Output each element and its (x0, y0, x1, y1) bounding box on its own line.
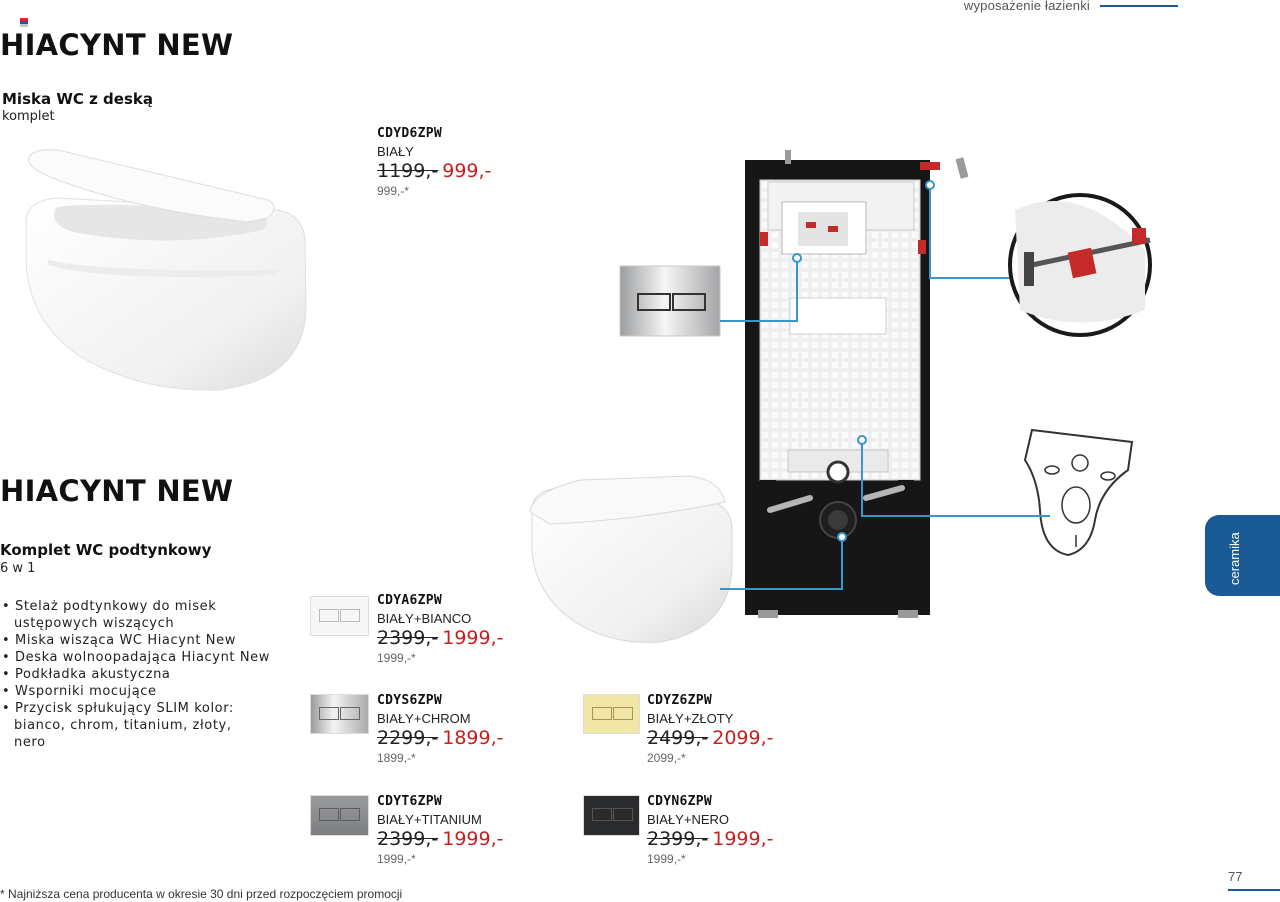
footnote: * Najniższa cena producenta w okresie 30… (0, 887, 403, 901)
feature-item: • Miska wisząca WC Hiacynt New (2, 633, 236, 648)
lowest-price: 999,-* (377, 184, 410, 198)
product-sku: CDYZ6ZPW (647, 693, 713, 708)
wc-bowl-with-seat-image (25, 149, 307, 391)
product-sku: CDYA6ZPW (377, 593, 443, 608)
new-price: 999,- (442, 160, 492, 182)
section2-subtitle: Komplet WC podtynkowy (0, 541, 212, 559)
page-number-accent-line (1228, 889, 1280, 891)
new-price: 1999,- (442, 627, 504, 649)
section2-title: HIACYNT NEW (0, 474, 234, 508)
lowest-price: 1899,-* (377, 751, 416, 765)
old-price: 2399,- (377, 627, 439, 649)
lowest-price: 2099,-* (647, 751, 686, 765)
feature-item: • Deska wolnoopadająca Hiacynt New (2, 650, 271, 665)
new-price: 1999,- (442, 828, 504, 850)
old-price: 2299,- (377, 727, 439, 749)
flush-button-swatch-nero (583, 795, 640, 836)
product-color: BIAŁY+TITANIUM (377, 812, 482, 827)
old-price: 2399,- (377, 828, 439, 850)
feature-item: • Stelaż podtynkowy do misek ustępowych … (2, 599, 217, 631)
old-price: 2499,- (647, 727, 709, 749)
lowest-price: 1999,-* (377, 651, 416, 665)
feature-item: • Podkładka akustyczna (2, 667, 171, 682)
section1-note: komplet (2, 109, 55, 124)
lowest-price: 1999,-* (377, 852, 416, 866)
product-sku: CDYT6ZPW (377, 794, 443, 809)
header-accent-line (1100, 5, 1178, 7)
product-prices: 2499,-2099,- (647, 727, 774, 749)
new-price: 1999,- (712, 828, 774, 850)
features-list: • Stelaż podtynkowy do misek ustępowych … (2, 598, 287, 751)
flag-icon (20, 18, 28, 27)
side-tab-label: ceramika (1227, 532, 1242, 585)
flush-button-swatch-titanium (310, 795, 369, 836)
flush-button-swatch-zloty (583, 694, 640, 734)
lowest-price: 1999,-* (647, 852, 686, 866)
wc-frame-set-illustration (529, 150, 1152, 643)
new-price: 1899,- (442, 727, 504, 749)
product-color: BIAŁY+BIANCO (377, 611, 472, 626)
flush-button-swatch-chrom (310, 694, 369, 734)
flush-button-swatch-bianco (310, 596, 369, 636)
product-color: BIAŁY+NERO (647, 812, 730, 827)
old-price: 1199,- (377, 160, 439, 182)
new-price: 2099,- (712, 727, 774, 749)
product-sku: CDYN6ZPW (647, 794, 713, 809)
feature-item: • Przycisk spłukujący SLIM kolor: bianco… (2, 701, 234, 750)
section-side-tab[interactable]: ceramika (1205, 515, 1280, 596)
header-category: wyposażenie łazienki (963, 0, 1090, 13)
product-color: BIAŁY+CHROM (377, 711, 471, 726)
section1-subtitle: Miska WC z deską (2, 90, 153, 108)
product-sku: CDYS6ZPW (377, 693, 443, 708)
feature-item: • Wsporniki mocujące (2, 684, 157, 699)
product-color: BIAŁY+ZŁOTY (647, 711, 734, 726)
product-prices: 2299,-1899,- (377, 727, 504, 749)
product-prices: 1199,-999,- (377, 160, 491, 182)
old-price: 2399,- (647, 828, 709, 850)
product-sku: CDYD6ZPW (377, 126, 443, 141)
page-number: 77 (1228, 869, 1243, 884)
product-color: BIAŁY (377, 144, 414, 159)
section2-note: 6 w 1 (0, 561, 36, 576)
section1-title: HIACYNT NEW (0, 28, 234, 62)
product-prices: 2399,-1999,- (647, 828, 774, 850)
product-prices: 2399,-1999,- (377, 828, 504, 850)
product-prices: 2399,-1999,- (377, 627, 504, 649)
